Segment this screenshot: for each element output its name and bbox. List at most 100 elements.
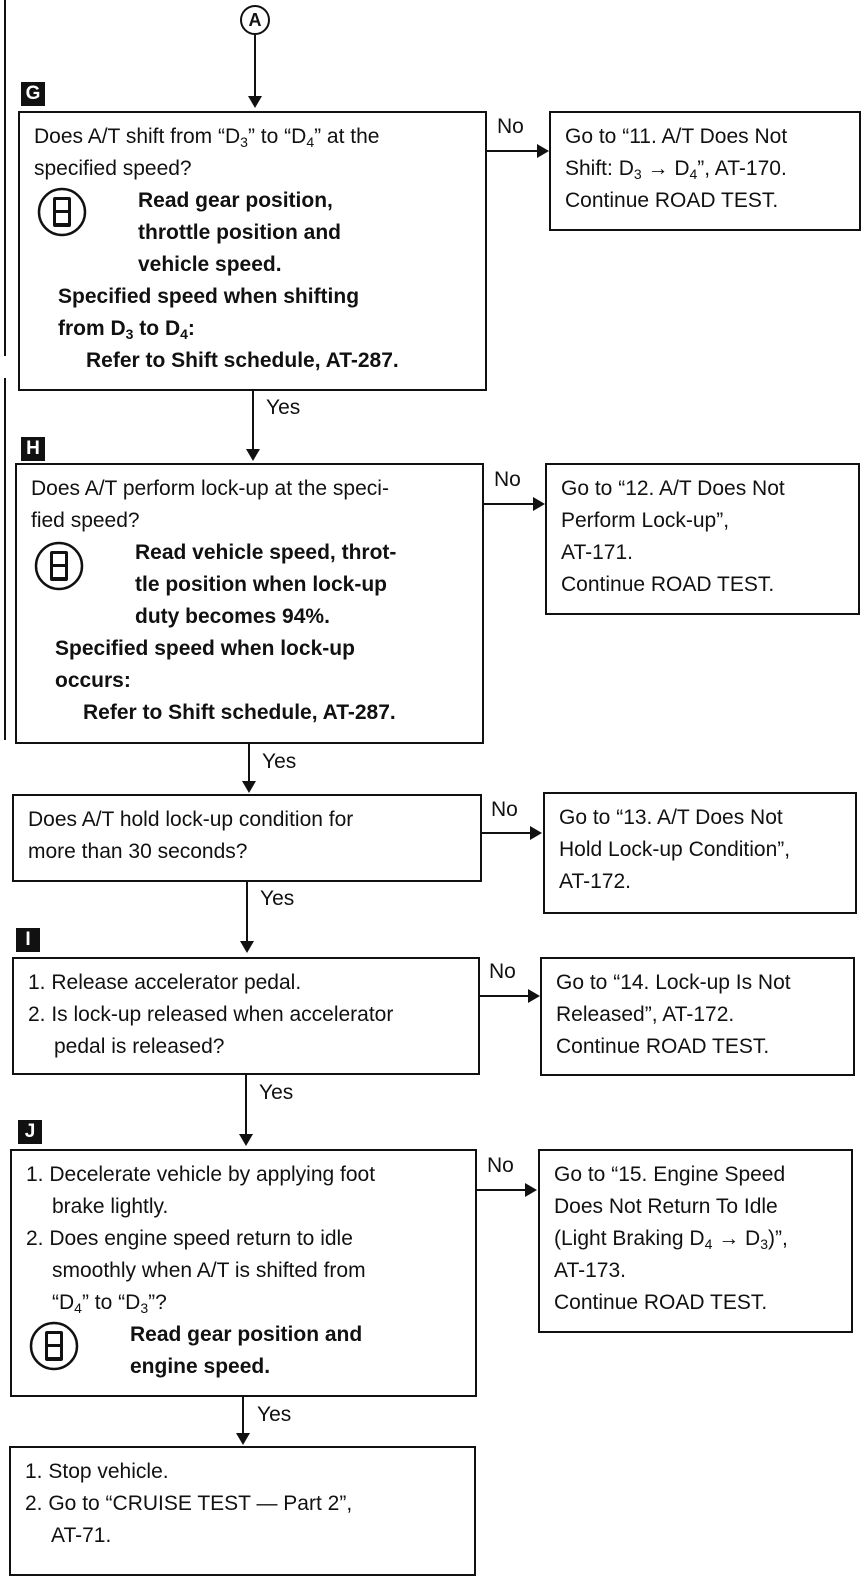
yes-connector-i (245, 1075, 247, 1135)
instruction-text: Read gear position and (130, 1323, 363, 1346)
instruction-text: vehicle speed. (138, 253, 282, 276)
result-text: Go to “13. A/T Does Not (559, 806, 783, 829)
result-text: Released”, AT-172. (556, 1003, 735, 1026)
consult-tester-icon (37, 187, 87, 237)
arrow-down-icon (236, 1433, 250, 1445)
step-label-i: I (16, 928, 40, 952)
result-text: Perform Lock-up”, (561, 509, 730, 532)
step-text: 2. Is lock-up released when accelerator (28, 1003, 394, 1026)
result-box-13: Go to “13. A/T Does Not Hold Lock-up Con… (543, 792, 857, 914)
instruction-text: throttle position and (138, 221, 341, 244)
no-connector-j (477, 1189, 525, 1191)
spec-text: Specified speed when lock-up (55, 637, 355, 660)
spec-text: Specified speed when shifting (58, 285, 360, 308)
question-text: Does A/T shift from “D3” to “D4” at the (34, 125, 380, 150)
step-text: 2. Does engine speed return to idle (26, 1227, 353, 1250)
connector-line-a (254, 35, 256, 97)
result-text: (Light Braking D4 → D3)”, (554, 1227, 788, 1252)
arrow-down-icon (248, 96, 262, 108)
no-connector-hold (482, 832, 530, 834)
connector-a: A (240, 5, 270, 35)
result-text: Go to “15. Engine Speed (554, 1163, 786, 1186)
no-label: No (487, 1154, 514, 1177)
question-text: Does A/T perform lock-up at the speci- (31, 477, 389, 500)
result-text: Continue ROAD TEST. (565, 189, 779, 212)
margin-mark-top (4, 0, 6, 356)
question-text: Does A/T hold lock-up condition for (28, 808, 354, 831)
question-text: fied speed? (31, 509, 140, 532)
yes-connector-j (242, 1397, 244, 1434)
yes-connector-h (248, 744, 250, 782)
arrow-right-icon (533, 497, 545, 511)
result-text: Shift: D3 → D4”, AT-170. (565, 157, 787, 182)
margin-mark-middle (4, 378, 6, 740)
instruction-text: Read gear position, (138, 189, 333, 212)
spec-text: occurs: (55, 669, 131, 692)
yes-label: Yes (262, 750, 297, 773)
decision-box-hold: Does A/T hold lock-up condition for more… (12, 794, 482, 882)
result-text: Go to “12. A/T Does Not (561, 477, 785, 500)
step-text: 2. Go to “CRUISE TEST — Part 2”, (25, 1492, 353, 1515)
instruction-text: Read vehicle speed, throt- (135, 541, 397, 564)
consult-tester-icon (29, 1321, 79, 1371)
step-text: “D4” to “D3”? (52, 1291, 167, 1316)
step-text: 1. Stop vehicle. (25, 1460, 169, 1483)
result-text: Continue ROAD TEST. (561, 573, 775, 596)
result-box-14: Go to “14. Lock-up Is Not Released”, AT-… (540, 957, 855, 1076)
result-text: AT-173. (554, 1259, 626, 1282)
step-text: 1. Release accelerator pedal. (28, 971, 302, 994)
arrow-down-icon (246, 449, 260, 461)
step-text: brake lightly. (52, 1195, 169, 1218)
step-label-h: H (21, 437, 45, 461)
no-connector-g (487, 150, 537, 152)
result-text: Hold Lock-up Condition”, (559, 838, 791, 861)
result-box-12: Go to “12. A/T Does Not Perform Lock-up”… (545, 463, 860, 615)
arrow-right-icon (525, 1183, 537, 1197)
result-text: Continue ROAD TEST. (554, 1291, 768, 1314)
instruction-text: tle position when lock-up (135, 573, 387, 596)
step-label-g: G (21, 82, 45, 106)
no-connector-i (480, 995, 528, 997)
arrow-right-icon (537, 144, 549, 158)
arrow-down-icon (240, 941, 254, 953)
result-text: Go to “14. Lock-up Is Not (556, 971, 791, 994)
yes-connector-hold (246, 882, 248, 942)
step-text: pedal is released? (54, 1035, 225, 1058)
question-text: specified speed? (34, 157, 192, 180)
no-label: No (489, 960, 516, 983)
result-text: Go to “11. A/T Does Not (565, 125, 788, 148)
yes-label: Yes (260, 887, 295, 910)
yes-label: Yes (266, 396, 301, 419)
result-text: AT-172. (559, 870, 631, 893)
arrow-down-icon (239, 1134, 253, 1146)
spec-text: Refer to Shift schedule, AT-287. (86, 349, 399, 372)
yes-label: Yes (259, 1081, 294, 1104)
result-text: AT-171. (561, 541, 633, 564)
result-text: Does Not Return To Idle (554, 1195, 778, 1218)
result-box-15: Go to “15. Engine Speed Does Not Return … (538, 1149, 853, 1333)
no-label: No (497, 115, 524, 138)
no-label: No (491, 798, 518, 821)
step-label-j: J (18, 1120, 42, 1144)
spec-text: Refer to Shift schedule, AT-287. (83, 701, 396, 724)
decision-box-i: 1. Release accelerator pedal. 2. Is lock… (12, 957, 480, 1075)
result-text: Continue ROAD TEST. (556, 1035, 770, 1058)
instruction-text: engine speed. (130, 1355, 271, 1378)
decision-box-j: 1. Decelerate vehicle by applying foot b… (10, 1149, 477, 1397)
arrow-down-icon (242, 781, 256, 793)
arrow-right-icon (528, 989, 540, 1003)
decision-box-h: Does A/T perform lock-up at the speci- f… (15, 463, 484, 744)
arrow-right-icon (530, 826, 542, 840)
yes-label: Yes (257, 1403, 292, 1426)
consult-tester-icon (34, 541, 84, 591)
step-text: AT-71. (51, 1524, 112, 1547)
final-box: 1. Stop vehicle. 2. Go to “CRUISE TEST —… (9, 1446, 476, 1576)
instruction-text: duty becomes 94%. (135, 605, 330, 628)
no-label: No (494, 468, 521, 491)
result-box-11: Go to “11. A/T Does Not Shift: D3 → D4”,… (549, 111, 861, 231)
step-text: 1. Decelerate vehicle by applying foot (26, 1163, 376, 1186)
no-connector-h (484, 503, 533, 505)
question-text: more than 30 seconds? (28, 840, 248, 863)
decision-box-g: Does A/T shift from “D3” to “D4” at the … (18, 111, 487, 391)
spec-text: from D3 to D4: (58, 317, 195, 342)
